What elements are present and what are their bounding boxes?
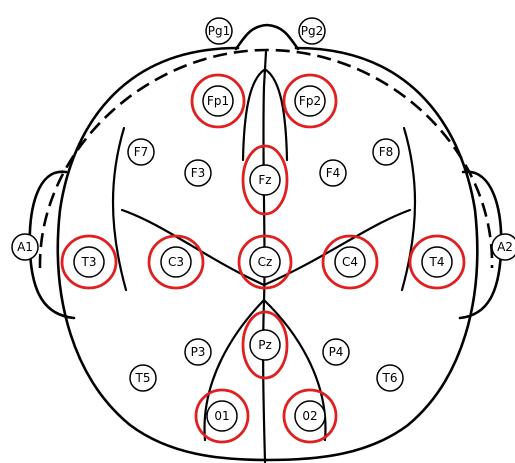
electrode-label: Pz <box>258 338 272 352</box>
electrode-label: T5 <box>135 371 151 385</box>
electrode-label: A1 <box>17 240 33 254</box>
nose-outline <box>236 25 298 49</box>
electrode-p4: P4 <box>323 339 349 365</box>
electrode-t3: T3 <box>62 236 116 288</box>
electrode-c4: C4 <box>323 236 377 288</box>
electrode-f7: F7 <box>128 139 154 165</box>
electrode-label: 02 <box>302 409 317 423</box>
electrode-label: F8 <box>379 145 394 159</box>
electrode-label: T3 <box>81 255 97 269</box>
electrode-label: T4 <box>429 255 445 269</box>
electrode-label: P3 <box>191 345 206 359</box>
electrode-label: F3 <box>191 166 206 180</box>
electrode-f8: F8 <box>373 139 399 165</box>
electrode-a1: A1 <box>12 234 38 260</box>
electrode-t5: T5 <box>130 365 156 391</box>
right-lateral-curve <box>402 128 415 290</box>
electrode-f3: F3 <box>185 160 211 186</box>
electrode-label: T6 <box>382 371 398 385</box>
electrode-label: C4 <box>342 255 358 269</box>
electrode-label: 01 <box>214 409 229 423</box>
electrode-t6: T6 <box>377 365 403 391</box>
electrode-p3: P3 <box>185 339 211 365</box>
electrode-o2: 02 <box>284 390 336 442</box>
electrode-label: A2 <box>497 240 513 254</box>
electrode-pg1: Pg1 <box>206 18 232 44</box>
electrode-pg2: Pg2 <box>299 18 325 44</box>
electrode-label: Fp2 <box>299 94 321 108</box>
electrode-label: Fp1 <box>207 94 229 108</box>
electrode-label: Fz <box>258 173 271 187</box>
electrode-c3: C3 <box>149 236 203 288</box>
electrode-label: F7 <box>134 145 149 159</box>
electrode-label: Cz <box>258 255 273 269</box>
electrode-fp1: Fp1 <box>192 75 244 127</box>
electrode-a2: A2 <box>492 234 515 260</box>
electrode-label: F4 <box>326 166 341 180</box>
electrode-o1: 01 <box>196 390 248 442</box>
electrode-fp2: Fp2 <box>284 75 336 127</box>
electrode-label: Pg2 <box>301 24 324 38</box>
electrode-label: Pg1 <box>208 24 231 38</box>
electrode-t4: T4 <box>410 236 464 288</box>
electrode-f4: F4 <box>320 160 346 186</box>
electrode-label: C3 <box>168 255 184 269</box>
electrode-pz: Pz <box>243 312 287 378</box>
electrode-label: P4 <box>329 345 344 359</box>
